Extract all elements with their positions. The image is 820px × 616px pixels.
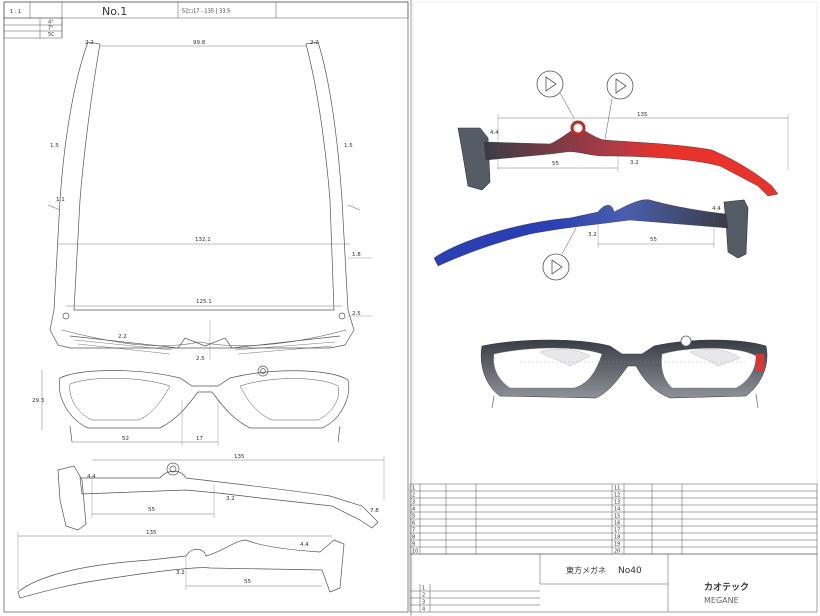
- table-right-number-8: 18: [614, 535, 620, 541]
- dim-right-mark: 1.5: [344, 143, 353, 149]
- table-right-number-9: 19: [614, 542, 620, 548]
- table-left-number-1: 1: [412, 486, 415, 492]
- left-header: [3, 1, 409, 39]
- frame-spec: 52□17 - 135 [ 33.5: [182, 9, 230, 15]
- dim-red-tip: 4.4: [490, 130, 499, 136]
- color-front-view: [480, 335, 768, 409]
- dim-bridge-small: 2.2: [118, 334, 127, 340]
- table-right-number-4: 14: [614, 507, 620, 513]
- small-table-1: 4°: [48, 20, 54, 26]
- dim-top-width: 99.8: [193, 40, 206, 46]
- callout-marker-3: [542, 227, 577, 281]
- table-left-number-4: 4: [412, 507, 415, 513]
- table-left-number-6: 6: [412, 521, 415, 527]
- scale-label: 1 : 1: [10, 9, 21, 15]
- table-left-number-7: 7: [412, 528, 415, 534]
- table-left-number-8: 8: [412, 535, 415, 541]
- table-right-number-2: 12: [614, 493, 620, 499]
- table-left-number-2: 2: [412, 493, 415, 499]
- title-block-row-3: 3: [422, 600, 425, 606]
- title-maker: カオテック: [704, 582, 749, 593]
- dim-bridge-rise: 2.5: [196, 356, 205, 362]
- small-table-3: 5C: [48, 32, 55, 38]
- table-right-number-6: 16: [614, 521, 620, 527]
- table-right-number-10: 20: [614, 549, 620, 555]
- table-left-number-9: 9: [412, 542, 415, 548]
- dim-blue-drop: 3.2: [588, 232, 597, 238]
- title-block-row-2: 2: [422, 593, 425, 599]
- dim-temple-end-1: 7.8: [370, 508, 379, 514]
- blue-temple-view: [433, 199, 749, 267]
- title-block-row-1: 1: [422, 586, 425, 592]
- drawing-number: No.1: [102, 5, 127, 18]
- dim-left-mark-a: 1.5: [50, 143, 59, 149]
- dim-blue-tip: 4.4: [712, 206, 721, 212]
- top-view: [47, 41, 372, 360]
- dim-temple-drop-1: 3.2: [226, 496, 235, 502]
- dim-red-bend: 55: [552, 161, 559, 167]
- dim-left-mark-b: 1.1: [56, 197, 65, 203]
- dim-temple-tip-1: 4.4: [87, 474, 96, 480]
- dim-red-drop: 3.2: [630, 160, 639, 166]
- front-view: [41, 365, 350, 446]
- dim-lens-width: 52: [122, 436, 129, 442]
- title-client: 東方メガネ: [566, 565, 606, 575]
- dim-temple-inner: 132.1: [195, 237, 211, 243]
- dim-hinge-right: 2.5: [352, 311, 361, 317]
- dim-right-side: 1.8: [352, 252, 361, 258]
- dim-lens-height: 29.3: [32, 398, 45, 404]
- dim-top-left-corner: 2.2: [85, 40, 94, 46]
- title-block-row-4: 4: [422, 607, 425, 613]
- table-right-number-3: 13: [614, 500, 620, 506]
- dim-hinge-width: 125.1: [196, 299, 212, 305]
- dim-temple-length-1: 135: [234, 454, 245, 460]
- table-left-number-5: 5: [412, 514, 415, 520]
- table-left-number-3: 3: [412, 500, 415, 506]
- title-number: No40: [618, 566, 642, 576]
- dim-temple-bend-2: 55: [244, 579, 251, 585]
- small-table-2: 7°: [48, 26, 54, 32]
- side-view-2: [17, 532, 345, 599]
- table-left-number-10: 10: [412, 549, 418, 555]
- table-right-number-5: 15: [614, 514, 620, 520]
- dim-red-length: 135: [637, 112, 648, 118]
- table-right-number-1: 11: [614, 486, 620, 492]
- callout-marker-1: [536, 70, 575, 119]
- dim-top-right-corner: 2.2: [310, 40, 319, 46]
- dim-temple-bend-1: 55: [148, 507, 155, 513]
- side-view-1: [57, 456, 385, 531]
- dim-bridge: 17: [196, 436, 203, 442]
- callout-marker-2: [603, 72, 634, 146]
- dim-temple-length-2: 135: [146, 530, 157, 536]
- title-product: MEGANE: [704, 596, 739, 605]
- red-temple-view: [457, 114, 789, 197]
- dim-temple-tip-2: 3.2: [176, 570, 185, 576]
- dim-blue-bend: 55: [650, 237, 657, 243]
- dim-temple-end-2: 4.4: [300, 542, 309, 548]
- table-right-number-7: 17: [614, 528, 620, 534]
- parts-table-grid: [409, 483, 818, 613]
